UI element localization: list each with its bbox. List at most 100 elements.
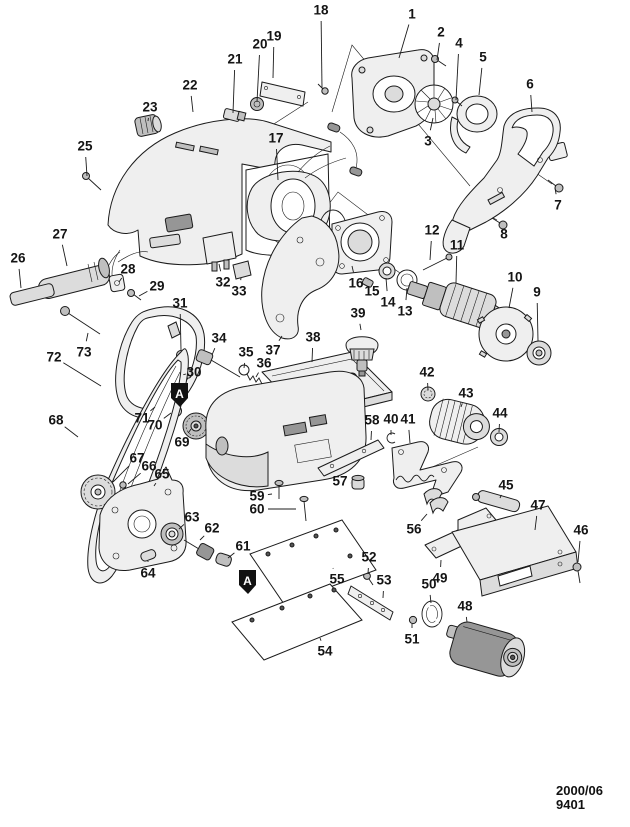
part-label-13: 13: [397, 304, 413, 319]
part-label-4: 4: [455, 36, 463, 51]
part-label-44: 44: [492, 406, 508, 421]
clip-40-icon: [386, 432, 396, 444]
leader-line-67: [112, 465, 130, 483]
part-label-64: 64: [140, 566, 156, 581]
part-label-2: 2: [437, 25, 445, 40]
leader-line-73: [85, 332, 89, 342]
screw-29-icon: [127, 289, 142, 301]
view-marker-1: [171, 383, 188, 407]
part-label-55: 55: [329, 572, 345, 587]
part-rear-handle-6: [442, 107, 568, 254]
part-pin-64: [140, 549, 157, 562]
part-bearing-14: [378, 262, 396, 280]
part-label-17: 17: [268, 131, 283, 146]
leader-line-10: [508, 287, 514, 309]
leader-line-70: [163, 412, 172, 419]
part-label-7: 7: [554, 198, 562, 213]
part-body-housing: [205, 370, 367, 492]
part-gear-69: [182, 412, 210, 440]
revision-footer: 2000/06 9401: [556, 784, 603, 812]
part-label-35: 35: [238, 345, 254, 360]
part-label-56: 56: [406, 522, 422, 537]
part-rod-45: [472, 490, 521, 513]
leader-line-2: [436, 42, 440, 61]
part-label-10: 10: [507, 270, 522, 285]
part-label-48: 48: [457, 599, 473, 614]
part-knob-39: [345, 336, 379, 377]
part-base-plate-47: [451, 505, 579, 597]
part-sleeve-61: [215, 552, 232, 567]
screw-25-icon: [82, 172, 102, 191]
washer-44-icon: [490, 428, 508, 446]
part-sheet-54: [231, 583, 363, 661]
leader-line-30: [183, 373, 187, 376]
view-marker-label-2: A: [243, 574, 252, 588]
leader-line-7: [554, 187, 557, 195]
leader-line-66: [127, 472, 141, 485]
leader-line-59: [267, 493, 273, 495]
part-label-21: 21: [227, 52, 243, 67]
leader-line-37: [278, 335, 283, 341]
part-fan-3: [414, 84, 454, 124]
part-cap-23: [134, 114, 162, 137]
leader-line-19: [272, 46, 275, 79]
part-label-63: 63: [184, 510, 200, 525]
part-label-23: 23: [142, 100, 158, 115]
spring-36-icon: [246, 373, 263, 385]
model-number: 9401: [556, 797, 585, 812]
leader-line-34: [211, 348, 216, 356]
part-label-27: 27: [52, 227, 67, 242]
part-pin-15: [361, 277, 374, 288]
part-label-20: 20: [252, 37, 267, 52]
leader-line-3: [429, 117, 434, 131]
part-gear-shaft-62: [183, 539, 215, 561]
leader-line-4: [455, 53, 459, 101]
part-label-41: 41: [400, 412, 416, 427]
leader-line-69: [187, 428, 192, 434]
part-label-34: 34: [211, 331, 227, 346]
part-bearing-box-16: [331, 211, 393, 275]
part-cap-57: [351, 474, 365, 490]
leader-line-11: [455, 255, 458, 284]
leader-line-62: [199, 535, 205, 541]
leader-line-25: [85, 156, 88, 177]
part-label-70: 70: [147, 418, 162, 433]
part-label-31: 31: [172, 296, 188, 311]
part-front-roller-43: [429, 398, 490, 445]
view-marker-2: [239, 570, 256, 594]
part-label-42: 42: [419, 365, 434, 380]
part-label-60: 60: [249, 502, 264, 517]
leader-line-14: [385, 277, 388, 292]
leader-line-1: [398, 24, 410, 59]
part-label-29: 29: [149, 279, 164, 294]
part-rail-58: [317, 439, 385, 477]
part-label-59: 59: [249, 489, 264, 504]
part-label-40: 40: [383, 412, 398, 427]
leader-line-72: [63, 362, 102, 387]
leader-line-31: [179, 313, 182, 351]
leader-line-68: [64, 426, 79, 438]
part-label-49: 49: [432, 571, 447, 586]
leader-line-61: [227, 552, 235, 559]
leader-line-29: [138, 290, 148, 297]
part-label-68: 68: [48, 413, 64, 428]
part-label-6: 6: [526, 77, 534, 92]
screw-8-icon: [491, 217, 508, 230]
labels-layer: 1234567891011121314151617181920212223252…: [10, 3, 589, 659]
screw-18-icon: [317, 83, 329, 95]
part-label-8: 8: [500, 227, 508, 242]
leader-line-36: [255, 372, 259, 378]
part-label-43: 43: [458, 386, 474, 401]
part-label-3: 3: [424, 134, 432, 149]
part-label-25: 25: [77, 139, 93, 154]
part-label-28: 28: [120, 262, 136, 277]
leader-line-63: [178, 524, 185, 530]
leader-line-12: [429, 240, 432, 261]
leader-line-38: [311, 347, 314, 363]
part-label-30: 30: [186, 365, 201, 380]
part-label-65: 65: [154, 467, 170, 482]
leader-line-21: [232, 69, 236, 114]
part-label-14: 14: [380, 295, 396, 310]
leader-line-18: [320, 20, 323, 89]
